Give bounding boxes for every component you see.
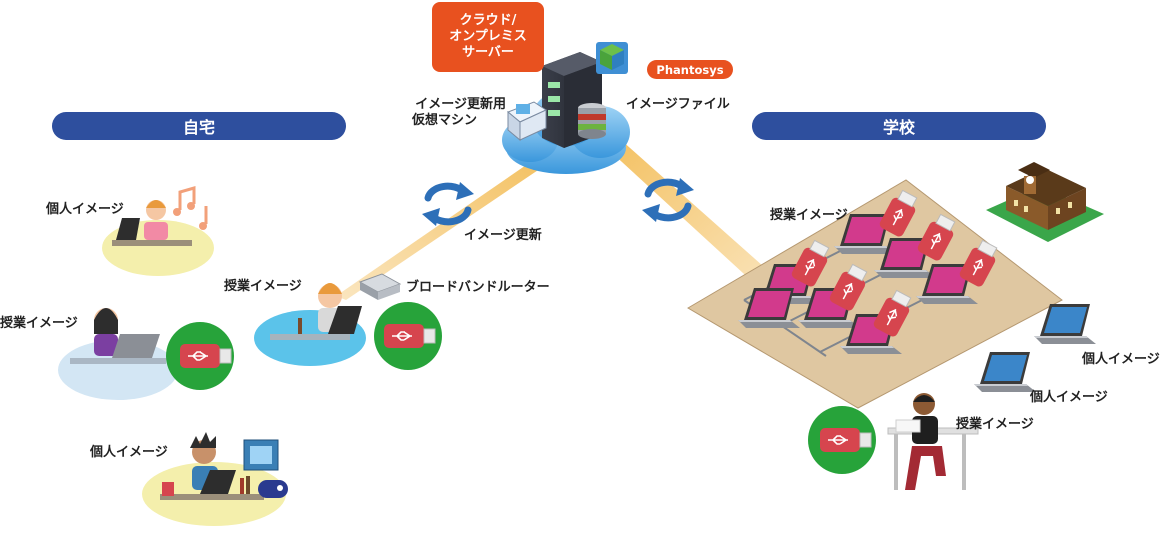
phantosys-logo-icon (596, 42, 628, 74)
home-user-4 (142, 432, 288, 526)
image-update-label: イメージ更新 (464, 228, 542, 243)
server-type-line-2: オンプレミス (449, 28, 527, 44)
phantosys-badge-label: Phantosys (656, 62, 724, 77)
personal-laptop-a-label: 個人イメージ (1082, 352, 1160, 367)
router-label: ブロードバンドルーター (406, 280, 550, 295)
gamepad-icon (258, 480, 288, 498)
home-user-2-label: 授業イメージ (0, 316, 78, 331)
database-icon (578, 103, 606, 139)
student-icon (808, 393, 979, 490)
server-type-box: クラウド/ オンプレミス サーバー (432, 2, 544, 72)
home-user-3 (254, 283, 442, 370)
vm-label-line-1: イメージ更新用 (415, 97, 506, 112)
home-user-2 (58, 308, 234, 400)
image-file-label: イメージファイル (626, 97, 730, 112)
music-note-icon (173, 186, 208, 230)
phantosys-badge: Phantosys (647, 60, 733, 79)
home-banner-label: 自宅 (182, 118, 215, 137)
server-type-line-1: クラウド/ (459, 12, 517, 28)
server-type-line-3: サーバー (462, 45, 514, 61)
film-icon (243, 439, 279, 471)
home-user-1 (102, 186, 214, 276)
personal-laptop-b (974, 352, 1036, 392)
personal-laptop-b-label: 個人イメージ (1030, 390, 1108, 405)
vm-label: イメージ更新用 仮想マシン (412, 97, 506, 130)
vm-label-line-2: 仮想マシン (412, 113, 478, 129)
school-building-icon (986, 162, 1104, 242)
connection-beam-school (598, 132, 790, 296)
home-user-4-label: 個人イメージ (90, 445, 168, 460)
router-icon (358, 273, 402, 300)
mug-icon (162, 482, 174, 496)
home-user-1-label: 個人イメージ (46, 202, 124, 217)
sync-arrows-icon (642, 178, 694, 222)
school-banner-label: 学校 (882, 118, 915, 137)
classroom-label: 授業イメージ (770, 208, 848, 223)
student-label: 授業イメージ (956, 417, 1034, 432)
school-banner: 学校 (752, 112, 1046, 140)
home-banner: 自宅 (52, 112, 346, 140)
home-user-3-label: 授業イメージ (224, 279, 302, 294)
sync-arrows-icon (422, 182, 474, 226)
virtual-machine-icon (507, 101, 548, 142)
